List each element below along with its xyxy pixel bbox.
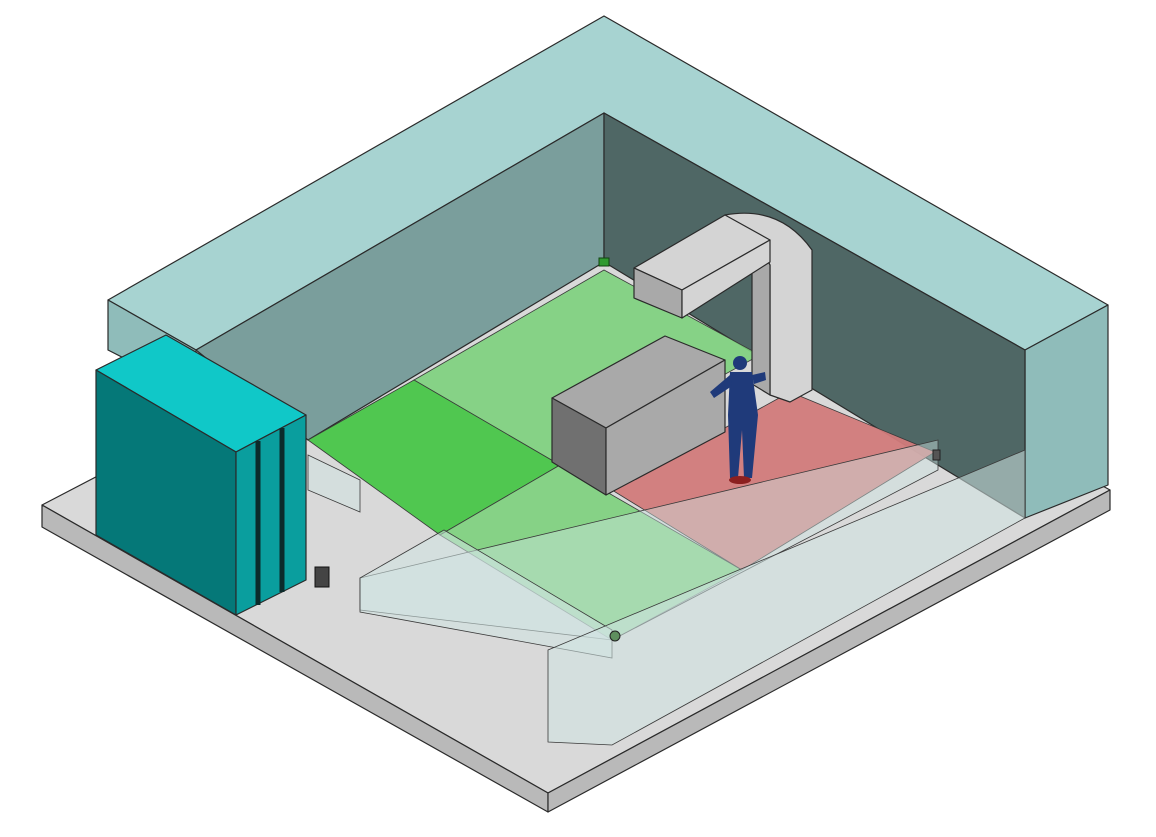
person-body [728, 372, 758, 478]
round-sensor-icon [609, 630, 621, 642]
cabinet-side [235, 414, 307, 616]
slab-right-side [547, 489, 1111, 813]
equipment-cabinet [95, 334, 307, 616]
floor-zones [307, 269, 936, 641]
square-sensor-icon [314, 566, 330, 588]
person-arm-right [752, 372, 766, 384]
sensors [314, 257, 941, 642]
glass-partitions [307, 439, 1026, 746]
green-sensor-icon [598, 257, 610, 267]
glass-outer-wall [547, 449, 1026, 746]
person-head [733, 356, 747, 370]
treatment-couch [551, 335, 726, 496]
glass-side-box [307, 454, 361, 513]
gantry-head-side [681, 239, 771, 319]
wall-sensor-icon [932, 449, 941, 461]
person-figure [710, 356, 766, 484]
couch-side [605, 359, 726, 496]
linear-accelerator [633, 212, 813, 403]
person-shoe [729, 476, 751, 484]
person-arm-left [710, 375, 732, 398]
